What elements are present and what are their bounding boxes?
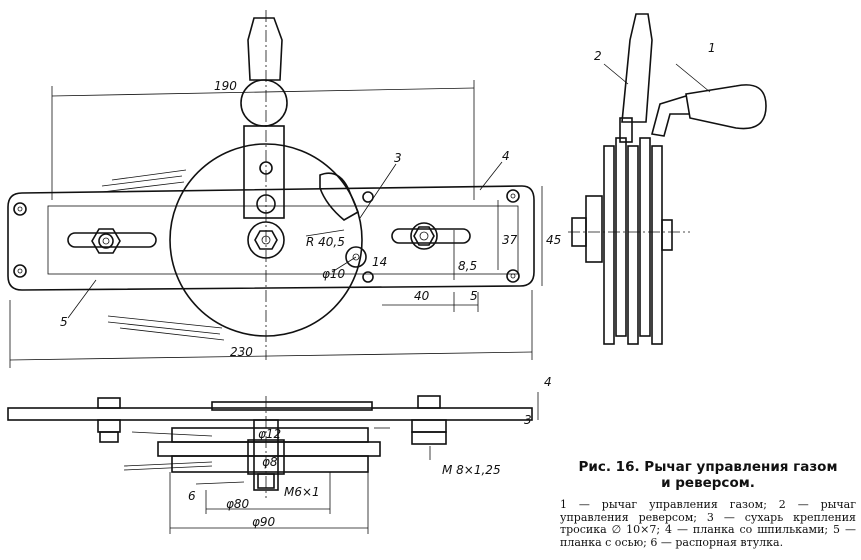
gas-lever bbox=[240, 10, 288, 360]
figure-legend: 1 — рычаг управления газом; 2 — рычаг уп… bbox=[560, 498, 856, 549]
dim-5: 5 bbox=[470, 289, 478, 303]
gas-lever-knob bbox=[685, 84, 767, 130]
callout-3: 3 bbox=[394, 151, 402, 165]
corner-bolts bbox=[13, 189, 520, 283]
figure-title: Рис. 16. Рычаг управления газом и реверс… bbox=[560, 459, 856, 491]
callout-labels: 1 2 3 4 5 6 bbox=[60, 41, 716, 503]
cables bbox=[101, 169, 225, 341]
callout-6: 6 bbox=[188, 489, 196, 503]
callout-1: 1 bbox=[708, 41, 716, 55]
callout-6-leader bbox=[195, 481, 245, 485]
dim-phi80: φ80 bbox=[226, 497, 250, 511]
dim-14: 14 bbox=[372, 255, 387, 269]
dim-4: 4 bbox=[544, 375, 552, 389]
callout-2: 2 bbox=[594, 49, 602, 63]
dim-phi90: φ90 bbox=[252, 515, 276, 529]
callout-5-leader bbox=[67, 279, 97, 319]
dim-phi8: φ8 bbox=[262, 455, 278, 469]
center-nut bbox=[247, 221, 285, 259]
dim-m8: M 8×1,25 bbox=[442, 463, 501, 477]
callout-2-leader bbox=[603, 63, 629, 85]
clamp-hole bbox=[345, 246, 367, 268]
dim-phi10: φ10 bbox=[322, 267, 346, 281]
dim-37: 37 bbox=[502, 233, 518, 247]
callout-5: 5 bbox=[60, 315, 68, 329]
dimension-labels: 190 230 R 40,5 φ10 14 8,5 37 45 40 5 4 3… bbox=[214, 79, 561, 529]
section-view bbox=[7, 392, 539, 534]
dim-230: 230 bbox=[230, 345, 253, 359]
side-view bbox=[568, 13, 767, 345]
figure-title-line2: и реверсом. bbox=[661, 475, 755, 491]
cable-clamp bbox=[319, 172, 360, 221]
dim-3: 3 bbox=[524, 413, 532, 427]
dim-r405: R 40,5 bbox=[306, 235, 345, 249]
right-stud-assembly bbox=[391, 222, 471, 250]
left-axle-assembly bbox=[67, 228, 157, 254]
dim-40: 40 bbox=[414, 289, 430, 303]
callout-4: 4 bbox=[502, 149, 510, 163]
callout-4-leader bbox=[479, 161, 503, 191]
reverse-lever-handle bbox=[621, 13, 653, 123]
figure-title-line1: Рис. 16. Рычаг управления газом bbox=[578, 459, 838, 475]
dim-m6: M6×1 bbox=[284, 485, 320, 499]
base-plate bbox=[7, 185, 535, 291]
inner-plate bbox=[47, 205, 519, 275]
callout-1-leader bbox=[675, 63, 711, 93]
dim-8-5: 8,5 bbox=[458, 259, 477, 273]
callout-3-leader bbox=[359, 163, 397, 219]
dim-45: 45 bbox=[546, 233, 561, 247]
figure-caption: Рис. 16. Рычаг управления газом и реверс… bbox=[560, 459, 856, 549]
top-view bbox=[7, 10, 543, 368]
dim-190: 190 bbox=[214, 79, 237, 93]
dim-phi12: φ12 bbox=[258, 427, 281, 441]
